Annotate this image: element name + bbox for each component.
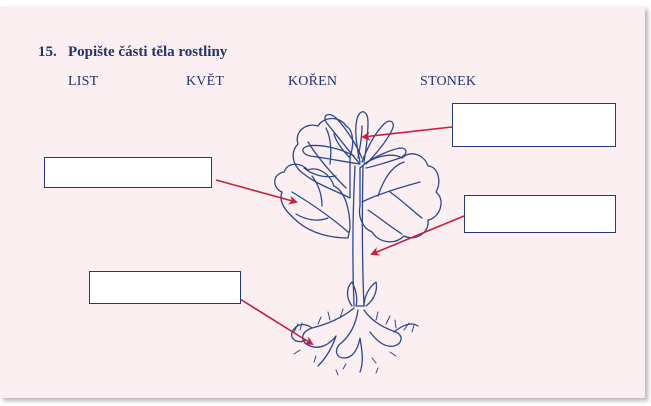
exercise-title: 15. Popište části těla rostliny bbox=[38, 44, 227, 61]
word-kvet: KVĚT bbox=[186, 74, 225, 89]
answer-box-root[interactable] bbox=[89, 271, 241, 304]
arrow-root bbox=[239, 298, 314, 346]
exercise-heading: Popište části těla rostliny bbox=[68, 44, 228, 60]
plant-drawing bbox=[215, 111, 465, 376]
flower bbox=[302, 111, 407, 169]
word-stonek: STONEK bbox=[420, 74, 477, 89]
leaf-left-upper bbox=[292, 117, 354, 199]
answer-box-stem[interactable] bbox=[464, 195, 616, 233]
arrow-stem bbox=[370, 215, 465, 256]
exercise-number: 15. bbox=[38, 44, 57, 60]
word-koren: KOŘEN bbox=[288, 74, 338, 89]
worksheet: 15. Popište části těla rostliny LIST KVĚT… bbox=[0, 6, 645, 398]
root bbox=[291, 307, 419, 373]
leaf-right bbox=[358, 153, 442, 243]
word-list: LIST bbox=[68, 74, 99, 89]
leaf-left-lower bbox=[274, 163, 351, 239]
stem bbox=[352, 165, 365, 307]
arrow-flower bbox=[361, 126, 453, 141]
arrow-leaf bbox=[215, 179, 298, 205]
answer-box-flower[interactable] bbox=[452, 103, 616, 147]
answer-box-leaf[interactable] bbox=[44, 157, 212, 188]
